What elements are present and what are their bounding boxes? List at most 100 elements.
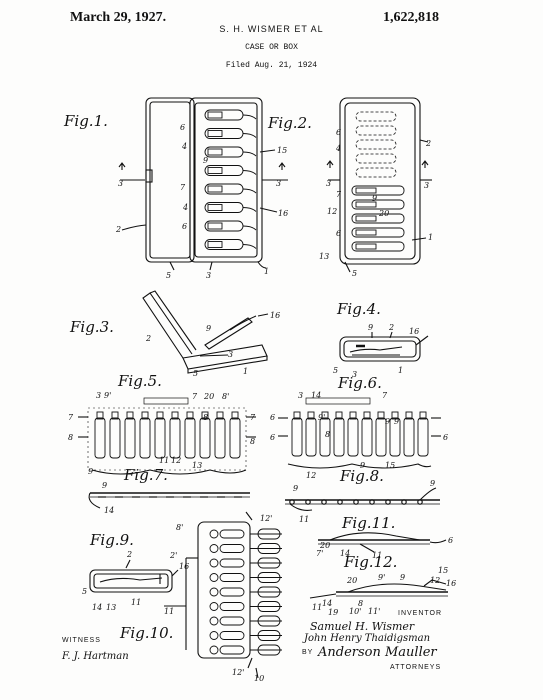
cartridge (199, 417, 211, 459)
holder-slot (219, 544, 245, 553)
holder-ring (209, 631, 219, 640)
svg-text:11: 11 (312, 603, 322, 612)
svg-text:16: 16 (270, 311, 280, 320)
cartridge-cap (126, 411, 134, 420)
cartridge-slot (204, 202, 244, 213)
svg-text:4: 4 (182, 203, 188, 212)
svg-text:5: 5 (333, 366, 338, 375)
svg-text:6: 6 (182, 222, 187, 231)
svg-text:6: 6 (270, 433, 275, 442)
svg-text:6: 6 (448, 536, 453, 545)
svg-text:9: 9 (430, 479, 435, 488)
cartridge-cap (111, 411, 119, 420)
cartridge-cap (321, 411, 329, 420)
svg-text:6: 6 (336, 229, 341, 238)
clip-finger (242, 188, 257, 194)
cartridge-cap (186, 411, 194, 420)
figure-10-drawing (164, 511, 282, 679)
figure-1-label: Fig.1. (64, 112, 108, 130)
figure-4-label: Fig.4. (337, 300, 381, 318)
cartridge (154, 417, 166, 459)
svg-text:8: 8 (325, 430, 330, 439)
cartridge-end (257, 601, 281, 612)
cartridge (109, 417, 121, 459)
cartridge-cap (156, 411, 164, 420)
svg-text:20: 20 (378, 209, 389, 218)
svg-text:8: 8 (203, 413, 208, 422)
cartridge-end (257, 572, 281, 583)
cartridge-cap (231, 411, 239, 420)
svg-text:6: 6 (180, 123, 185, 132)
cartridge-slot (204, 165, 244, 176)
holder-ring (209, 573, 219, 582)
cartridge-cap (96, 411, 104, 420)
figure-4-drawing (339, 331, 429, 362)
cartridge-body (355, 201, 377, 208)
cartridge (333, 417, 345, 457)
svg-text:7: 7 (336, 190, 342, 199)
svg-text:2: 2 (388, 323, 394, 332)
cartridge-slot (351, 199, 405, 210)
svg-text:13: 13 (319, 252, 329, 261)
svg-text:5: 5 (193, 369, 198, 378)
cartridge-body (207, 204, 223, 211)
strip-rivet (385, 499, 391, 505)
svg-text:9: 9 (206, 324, 211, 333)
svg-text:10': 10' (349, 607, 361, 616)
figure-8-drawing (285, 487, 440, 511)
svg-text:1: 1 (243, 367, 248, 376)
cartridge-cap (293, 411, 301, 420)
svg-text:2: 2 (145, 334, 151, 343)
patent-date: March 29, 1927. (70, 10, 167, 25)
cartridge-cap (335, 411, 343, 420)
svg-text:14: 14 (340, 549, 350, 558)
attorney-signature: Anderson Mauller (318, 645, 437, 660)
svg-text:9: 9 (360, 461, 365, 470)
cartridge-slot (204, 183, 244, 195)
svg-text:3: 3 (228, 350, 233, 359)
patent-number: 1,622,818 (383, 10, 439, 25)
cartridge-body (207, 167, 223, 174)
figure-1-drawing (118, 97, 288, 271)
cartridge-slot (351, 227, 405, 238)
svg-text:7: 7 (192, 392, 198, 401)
witness-signature: F. J. Hartman (62, 651, 129, 662)
cartridge-cap (377, 411, 385, 420)
figure-11-drawing (318, 532, 447, 553)
cartridge-slot (351, 213, 405, 224)
cartridge-cap (419, 411, 427, 420)
svg-text:8': 8' (176, 523, 183, 532)
cartridge-slot (204, 109, 244, 121)
svg-text:10: 10 (254, 674, 264, 683)
svg-text:9: 9 (293, 484, 298, 493)
svg-text:9: 9 (88, 467, 93, 476)
inventor-label: INVENTOR (398, 610, 443, 617)
hidden-slot (355, 139, 397, 150)
cartridge-slot (204, 128, 244, 139)
holder-slot (219, 573, 245, 582)
svg-text:9': 9' (104, 391, 111, 400)
svg-text:20: 20 (319, 541, 330, 550)
svg-text:15: 15 (438, 566, 448, 575)
clip-finger (242, 114, 257, 120)
svg-text:7': 7' (316, 549, 323, 558)
figure-12-label: Fig.12. (344, 553, 398, 571)
svg-text:16: 16 (446, 579, 456, 588)
cartridge-end (257, 586, 281, 598)
svg-text:12': 12' (260, 514, 272, 523)
cartridge (214, 417, 226, 459)
witness-label: WITNESS (62, 637, 101, 644)
cartridge-body (355, 243, 377, 250)
figure-8-label: Fig.8. (340, 467, 384, 485)
holder-ring (209, 616, 219, 626)
svg-text:9: 9 (372, 194, 377, 203)
figure-10-label: Fig.10. (120, 624, 174, 642)
cartridge-cap (307, 411, 315, 420)
svg-text:8: 8 (250, 437, 255, 446)
svg-text:11: 11 (159, 456, 169, 465)
clip-finger (242, 225, 257, 231)
strip-rivet (337, 499, 343, 505)
clip-finger (242, 133, 257, 138)
svg-text:2: 2 (126, 550, 132, 559)
